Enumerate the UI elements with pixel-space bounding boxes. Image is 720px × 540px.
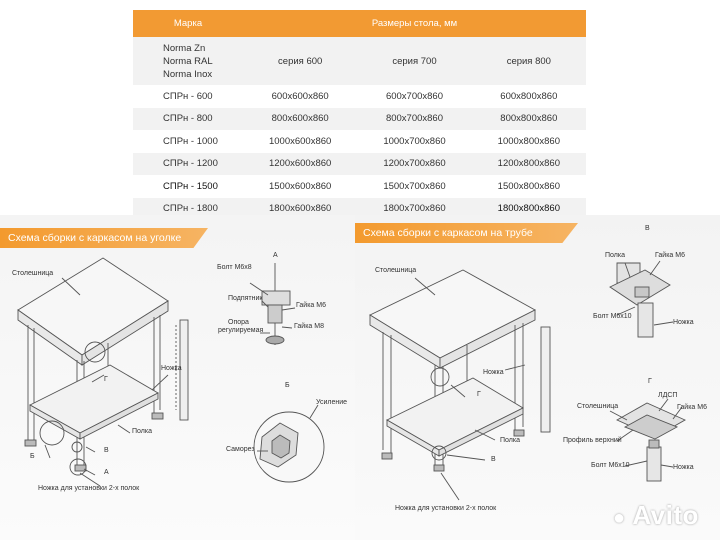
label-tabletop: Столешница xyxy=(375,267,417,274)
label-bolt10a: Болт М6х10 xyxy=(593,313,632,320)
label-foot: Ножка для установки 2-х полок xyxy=(38,485,140,492)
row-mark: СПРн - 1000 xyxy=(163,135,218,147)
label-leg: Ножка xyxy=(161,365,182,372)
label-nut6a: Гайка М6 xyxy=(655,252,685,259)
sizes-table: Марка Размеры стола, мм Norma Zn Norma R… xyxy=(133,10,586,220)
size-cell: 1000x800x860 xyxy=(497,135,560,147)
header-mark: Марка xyxy=(173,18,203,29)
label-g: Г xyxy=(477,391,481,398)
label-bolt10b: Болт М6х10 xyxy=(591,462,630,469)
label-support2: регулируемая xyxy=(218,327,264,334)
size-cell: 1800x600x860 xyxy=(268,203,332,215)
table-header: Марка Размеры стола, мм xyxy=(133,10,586,37)
series-cell: серия 700 xyxy=(392,55,437,67)
label-stol: Столешница xyxy=(577,403,619,410)
size-cell: 1500x600x860 xyxy=(268,180,332,192)
label-leg: Ножка xyxy=(483,369,504,376)
table-row: Norma Zn Norma RAL Norma Inox серия 600 … xyxy=(133,37,586,85)
table-row: СПРн - 1500 1500x600x860 1500x700x860 15… xyxy=(133,175,586,198)
detail-a-title: А xyxy=(273,252,278,259)
left-banner: Схема сборки с каркасом на уголке xyxy=(0,228,208,248)
row-mark: СПРн - 1500 xyxy=(163,180,218,192)
series-cell: серия 600 xyxy=(278,55,323,67)
size-cell: 1500x800x860 xyxy=(497,180,560,192)
right-banner: Схема сборки с каркасом на трубе xyxy=(355,223,578,243)
label-reinf: Усиление xyxy=(316,399,348,406)
table-row: СПРн - 1200 1200x600x860 1200x700x860 12… xyxy=(133,152,586,175)
size-cell: 1000x600x860 xyxy=(268,135,332,147)
label-nut8: Гайка М8 xyxy=(294,323,324,330)
label-shelf: Полка xyxy=(132,428,152,435)
header-sizes: Размеры стола, мм xyxy=(371,18,458,29)
label-ldsp: ЛДСП xyxy=(658,392,678,399)
angle-frame-diagram xyxy=(17,257,325,487)
label-shelf: Полка xyxy=(500,437,520,444)
watermark-dots-icon: ● xyxy=(613,507,626,529)
label-support1: Опора xyxy=(228,319,249,326)
detail-b-title: Б xyxy=(285,382,290,389)
tube-frame-diagram xyxy=(369,260,686,501)
label-screw: Саморез xyxy=(226,446,255,453)
table-row: СПРн - 1800 1800x600x860 1800x700x860 18… xyxy=(133,197,586,220)
table-row: СПРн - 1000 1000x600x860 1000x700x860 10… xyxy=(133,130,586,153)
label-nozhka2: Ножка xyxy=(673,464,694,471)
label-v: В xyxy=(491,456,496,463)
size-cell: 1200x700x860 xyxy=(383,158,446,170)
brand: Norma RAL xyxy=(163,55,213,67)
size-cell: 1200x800x860 xyxy=(497,158,560,170)
size-cell: 1800x700x860 xyxy=(383,203,446,215)
size-cell: 600x700x860 xyxy=(385,90,444,102)
label-nut6: Гайка М6 xyxy=(296,302,326,309)
detail-g-title: Г xyxy=(648,378,652,385)
label-a: А xyxy=(104,469,109,476)
label-b: Б xyxy=(30,453,35,460)
detail-v-title: В xyxy=(645,225,650,232)
right-assembly-panel: Схема сборки с каркасом на трубе xyxy=(355,215,720,540)
label-polka: Полка xyxy=(605,252,625,259)
left-assembly-panel: Схема сборки с каркасом на уголке xyxy=(0,215,355,540)
size-cell: 1000x700x860 xyxy=(383,135,446,147)
size-cell: 800x600x860 xyxy=(271,113,329,125)
size-cell: 1800x800x860 xyxy=(497,203,560,215)
brand: Norma Inox xyxy=(163,68,213,80)
table-row: СПРн - 600 600x600x860 600x700x860 600x8… xyxy=(133,85,586,108)
label-foot: Ножка для установки 2-х полок xyxy=(395,505,497,512)
watermark-text: Avito xyxy=(632,500,699,530)
size-cell: 800x700x860 xyxy=(385,113,444,125)
size-cell: 800x800x860 xyxy=(500,113,558,125)
brand: Norma Zn xyxy=(163,42,206,54)
size-cell: 600x800x860 xyxy=(500,90,558,102)
row-mark: СПРн - 1200 xyxy=(163,158,218,170)
table-row: СПРн - 800 800x600x860 800x700x860 800x8… xyxy=(133,107,586,130)
label-profile: Профиль верхний xyxy=(563,437,622,444)
size-cell: 600x600x860 xyxy=(271,90,329,102)
row-mark: СПРн - 1800 xyxy=(163,203,218,215)
label-nozhka1: Ножка xyxy=(673,319,694,326)
label-tabletop: Столешница xyxy=(12,270,54,277)
label-g: Г xyxy=(104,376,108,383)
row-mark: СПРн - 800 xyxy=(163,113,213,125)
size-cell: 1200x600x860 xyxy=(268,158,332,170)
label-bolt: Болт М6х8 xyxy=(217,264,252,271)
label-nut6b: Гайка М6 xyxy=(677,404,707,411)
brand-list: Norma Zn Norma RAL Norma Inox xyxy=(133,37,243,85)
size-cell: 1500x700x860 xyxy=(383,180,446,192)
label-sub: Подпятник xyxy=(228,295,263,302)
avito-watermark: ● Avito xyxy=(613,500,699,531)
series-cell: серия 800 xyxy=(506,55,551,67)
row-mark: СПРн - 600 xyxy=(163,90,213,102)
label-v: В xyxy=(104,447,109,454)
